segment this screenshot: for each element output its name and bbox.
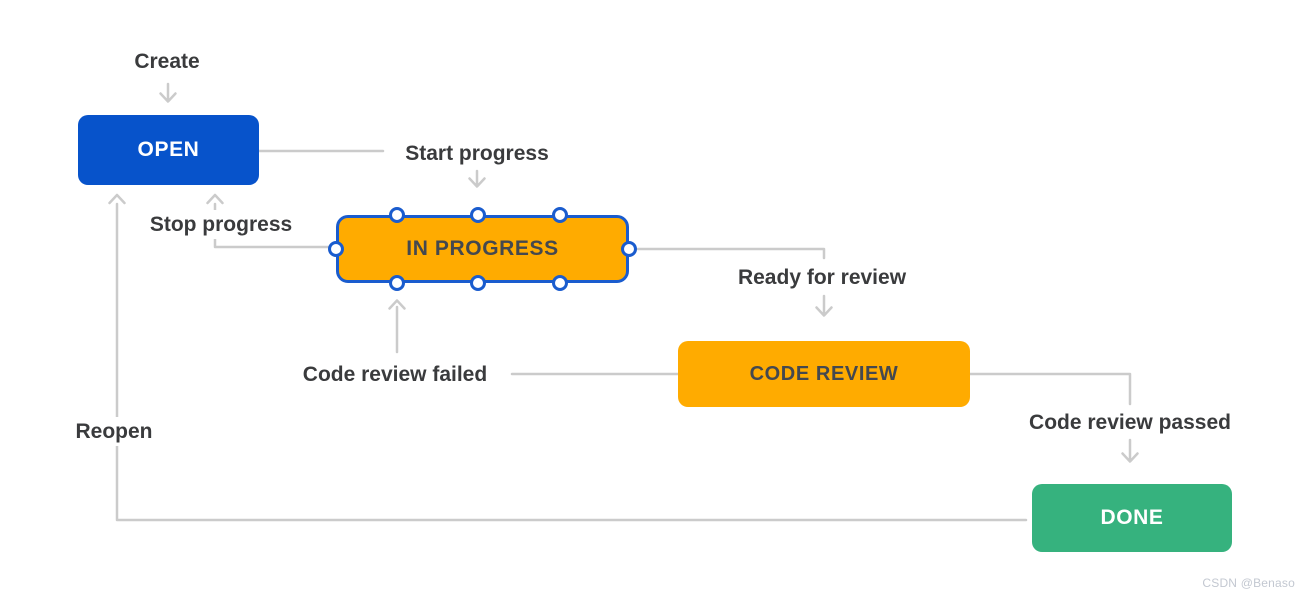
selection-handle-bottom-right[interactable]: [552, 275, 568, 291]
selection-handle-right[interactable]: [621, 241, 637, 257]
transition-label-code-review-failed[interactable]: Code review failed: [297, 360, 493, 390]
watermark: CSDN @Benaso: [1202, 576, 1295, 590]
selection-handle-top-right[interactable]: [552, 207, 568, 223]
selection-handle-left[interactable]: [328, 241, 344, 257]
node-in-progress-label: IN PROGRESS: [406, 237, 559, 260]
node-done-label: DONE: [1100, 506, 1164, 529]
connector-start-progress: [257, 149, 486, 188]
node-code-review-label: CODE REVIEW: [749, 362, 899, 385]
connector-code-review-failed: [388, 299, 680, 376]
transition-label-create[interactable]: Create: [129, 47, 205, 77]
node-in-progress[interactable]: IN PROGRESS: [336, 215, 629, 283]
connector-reopen: [108, 193, 1028, 522]
connector-create: [159, 82, 177, 103]
selection-handle-bottom-center[interactable]: [470, 275, 486, 291]
selection-handle-top-center[interactable]: [470, 207, 486, 223]
transition-label-ready-for-review[interactable]: Ready for review: [732, 263, 912, 293]
node-done[interactable]: DONE: [1032, 484, 1232, 552]
transition-label-code-review-passed[interactable]: Code review passed: [1024, 408, 1236, 438]
transition-label-start-progress[interactable]: Start progress: [400, 139, 554, 169]
connector-code-review-passed: [968, 372, 1139, 463]
node-open-label: OPEN: [137, 138, 200, 161]
transition-label-reopen[interactable]: Reopen: [70, 417, 158, 447]
node-open[interactable]: OPEN: [78, 115, 259, 185]
selection-handle-bottom-left[interactable]: [389, 275, 405, 291]
connector-ready-for-review: [636, 247, 833, 317]
transition-label-stop-progress[interactable]: Stop progress: [144, 210, 298, 240]
node-code-review[interactable]: CODE REVIEW: [678, 341, 970, 407]
selection-handle-top-left[interactable]: [389, 207, 405, 223]
